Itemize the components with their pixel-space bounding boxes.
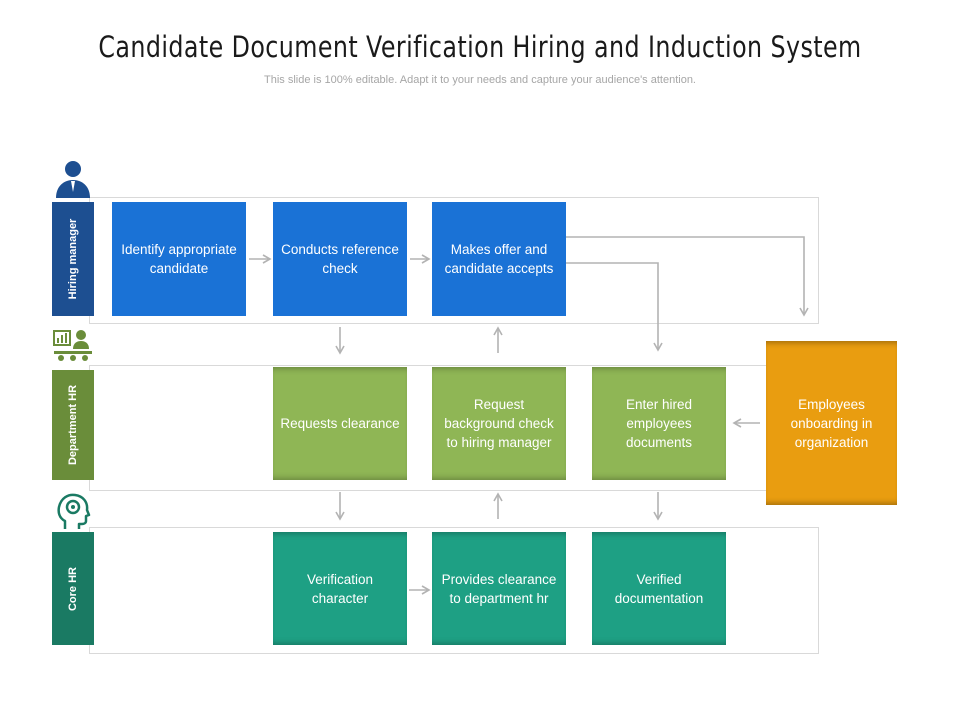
- step-employees-onboarding: Employees onboarding in organization: [766, 341, 897, 505]
- step-identify-candidate: Identify appropriate candidate: [112, 202, 246, 316]
- step-verified-documentation: Verified documentation: [592, 532, 726, 645]
- step-request-background-check: Request background check to hiring manag…: [432, 367, 566, 480]
- lane-tab-hiring-manager: Hiring manager: [52, 202, 94, 316]
- head-gear-icon: [57, 493, 91, 529]
- lane-tab-department-hr: Department HR: [52, 370, 94, 480]
- step-verification-character: Verification character: [273, 532, 407, 645]
- step-enter-employee-documents: Enter hired employees documents: [592, 367, 726, 480]
- page-title: Candidate Document Verification Hiring a…: [98, 30, 862, 64]
- team-meeting-icon: [53, 330, 92, 361]
- arrow-offer-to-enter-documents: [566, 262, 663, 352]
- step-provides-clearance: Provides clearance to department hr: [432, 532, 566, 645]
- arrow-offer-to-onboarding-lane: [566, 236, 809, 317]
- person-icon: [56, 161, 90, 198]
- step-reference-check: Conducts reference check: [273, 202, 407, 316]
- step-makes-offer: Makes offer and candidate accepts: [432, 202, 566, 316]
- step-requests-clearance: Requests clearance: [273, 367, 407, 480]
- page-subtitle: This slide is 100% editable. Adapt it to…: [264, 74, 696, 86]
- lane-tab-core-hr: Core HR: [52, 532, 94, 645]
